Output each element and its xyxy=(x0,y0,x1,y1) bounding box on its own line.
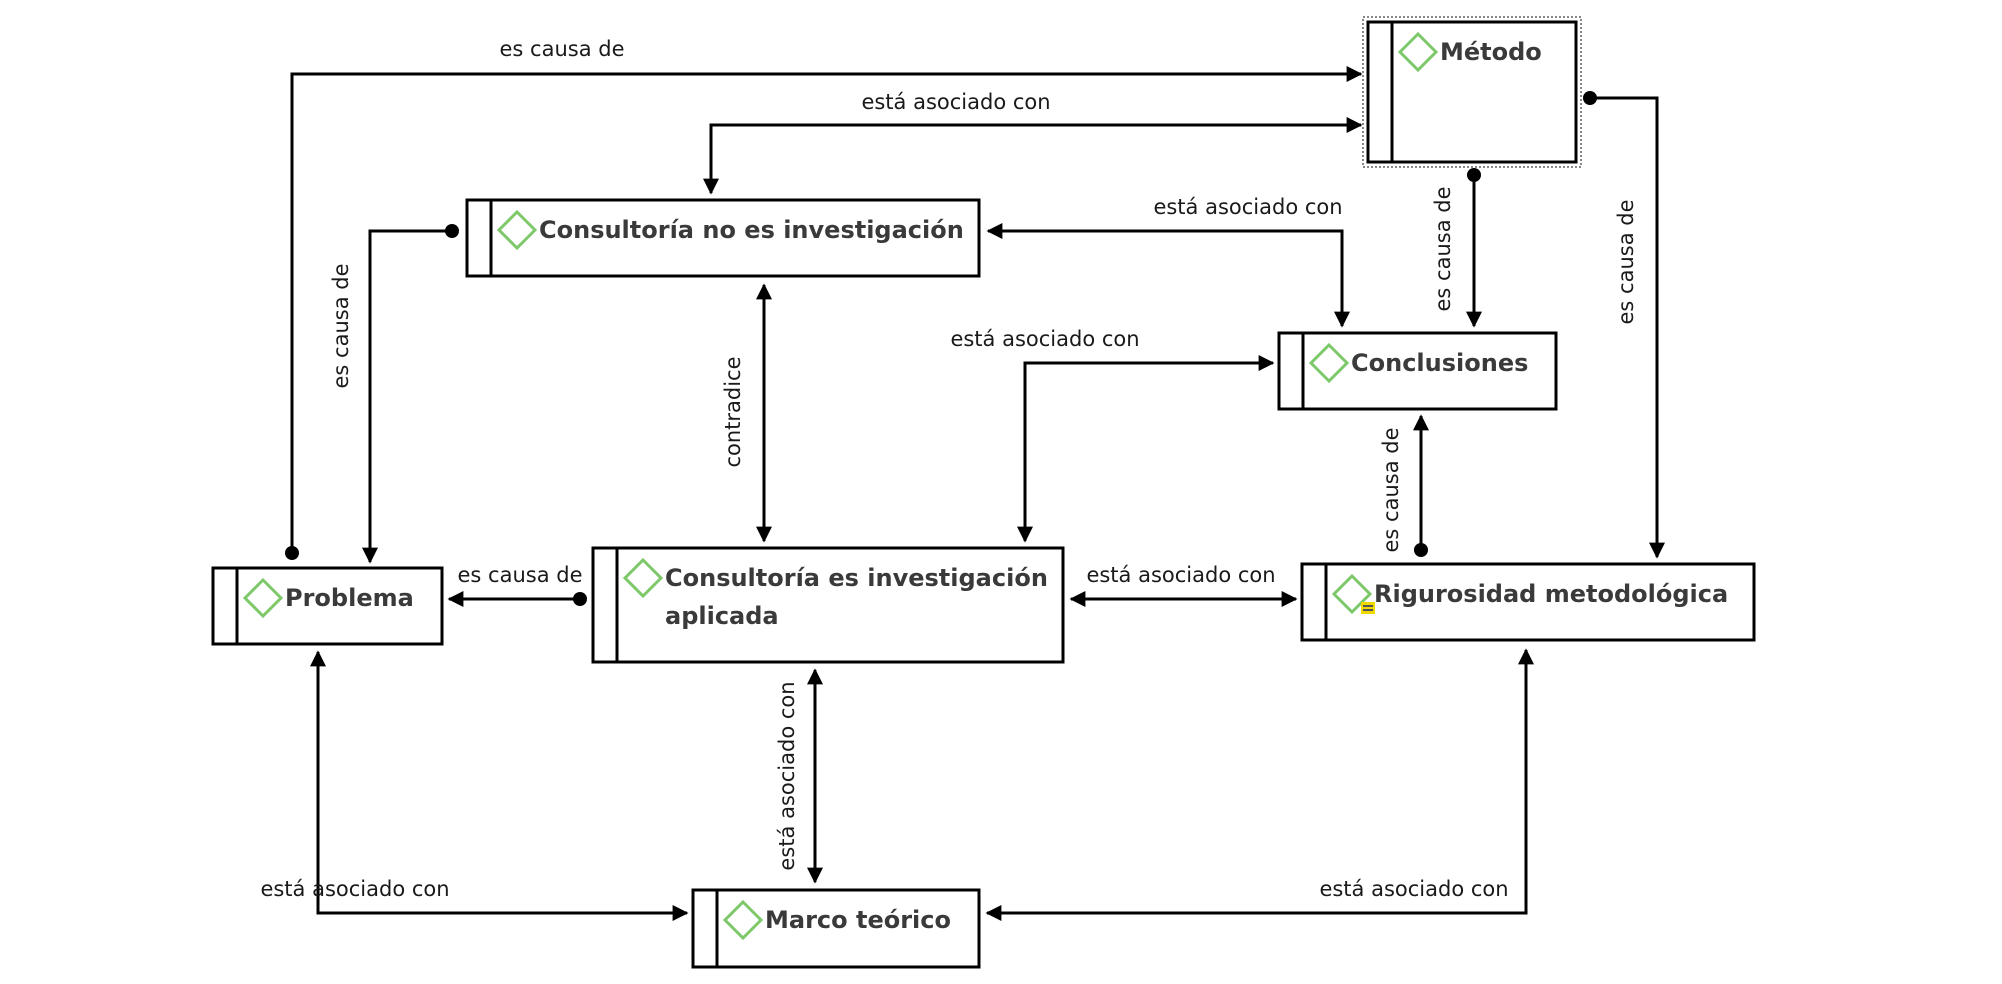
link-line[interactable] xyxy=(310,650,689,921)
link-rigurosidad-to-conclusiones[interactable]: es causa de xyxy=(1379,414,1429,557)
link-label: es causa de xyxy=(329,264,353,389)
link-label: está asociado con xyxy=(260,877,449,901)
link-label: es causa de xyxy=(1614,200,1638,325)
concept-diamond-icon xyxy=(242,577,284,619)
node-rigurosidad[interactable]: Rigurosidad metodológica xyxy=(1300,562,1756,642)
link-label: es causa de xyxy=(1431,187,1455,312)
node-box[interactable] xyxy=(1366,20,1578,164)
node-marco[interactable]: Marco teórico xyxy=(691,888,981,969)
link-problema-to-marco[interactable]: está asociado con xyxy=(260,650,689,921)
node-box[interactable] xyxy=(465,198,981,278)
concept-diamond-icon xyxy=(622,557,664,599)
node-label: Método xyxy=(1440,38,1542,66)
link-label: es causa de xyxy=(458,563,583,587)
node-label: Problema xyxy=(285,584,414,612)
link-label: está asociado con xyxy=(1319,877,1508,901)
link-label: es causa de xyxy=(500,37,625,61)
link-consultoria-no-to-consultoria-es[interactable]: contradice xyxy=(721,283,772,543)
node-consultoria-es[interactable]: Consultoría es investigación aplicada xyxy=(591,546,1065,664)
node-label: Consultoría no es investigación xyxy=(539,216,964,244)
node-label: Conclusiones xyxy=(1351,349,1528,377)
link-consultoria-es-to-conclusiones[interactable]: está asociado con xyxy=(950,327,1275,543)
link-consultoria-no-to-metodo[interactable]: está asociado con xyxy=(703,90,1363,195)
link-line[interactable] xyxy=(1583,91,1665,559)
selection-outline xyxy=(1362,16,1582,168)
link-line[interactable] xyxy=(1017,355,1275,543)
link-metodo-to-rigurosidad[interactable]: es causa de xyxy=(1583,91,1665,559)
note-icon[interactable] xyxy=(1361,602,1375,614)
node-consultoria-no[interactable]: Consultoría no es investigación xyxy=(465,198,981,278)
concept-diamond-icon xyxy=(1331,573,1373,615)
link-consultoria-es-to-rigurosidad[interactable]: está asociado con xyxy=(1069,563,1298,607)
link-label: está asociado con xyxy=(950,327,1139,351)
link-label: está asociado con xyxy=(775,681,799,870)
link-line[interactable] xyxy=(986,223,1350,328)
node-label: Rigurosidad metodológica xyxy=(1374,580,1728,608)
node-conclusiones[interactable]: Conclusiones xyxy=(1277,331,1558,411)
link-label: está asociado con xyxy=(1153,195,1342,219)
link-consultoria-es-to-problema[interactable]: es causa de xyxy=(447,563,587,607)
link-label: contradice xyxy=(721,356,745,467)
link-consultoria-es-to-marco[interactable]: está asociado con xyxy=(775,668,823,884)
node-label: aplicada xyxy=(665,602,779,630)
node-box[interactable] xyxy=(1300,562,1756,642)
link-problema-to-metodo[interactable]: es causa de xyxy=(285,37,1363,560)
link-line[interactable] xyxy=(703,117,1363,195)
link-label: es causa de xyxy=(1379,428,1403,553)
node-box[interactable] xyxy=(591,546,1065,664)
node-label: Marco teórico xyxy=(765,906,951,934)
link-label: está asociado con xyxy=(861,90,1050,114)
link-line[interactable] xyxy=(362,224,459,564)
link-metodo-to-conclusiones[interactable]: es causa de xyxy=(1431,168,1482,328)
node-metodo[interactable]: Método xyxy=(1362,16,1582,168)
concept-diamond-icon xyxy=(1397,31,1439,73)
node-label: Consultoría es investigación xyxy=(665,564,1048,592)
links-layer: es causa de está asociado con es causa de e… xyxy=(260,37,1665,921)
link-line[interactable] xyxy=(985,648,1534,921)
node-problema[interactable]: Problema xyxy=(211,566,444,646)
node-box[interactable] xyxy=(1277,331,1558,411)
link-line[interactable] xyxy=(285,66,1363,560)
concept-diamond-icon xyxy=(496,209,538,251)
link-consultoria-no-to-conclusiones[interactable]: está asociado con xyxy=(986,195,1350,328)
concept-diamond-icon xyxy=(722,899,764,941)
link-consultoria-no-to-problema[interactable]: es causa de xyxy=(329,224,459,564)
link-rigurosidad-to-marco[interactable]: está asociado con xyxy=(985,648,1534,921)
concept-diamond-icon xyxy=(1308,342,1350,384)
link-label: está asociado con xyxy=(1086,563,1275,587)
